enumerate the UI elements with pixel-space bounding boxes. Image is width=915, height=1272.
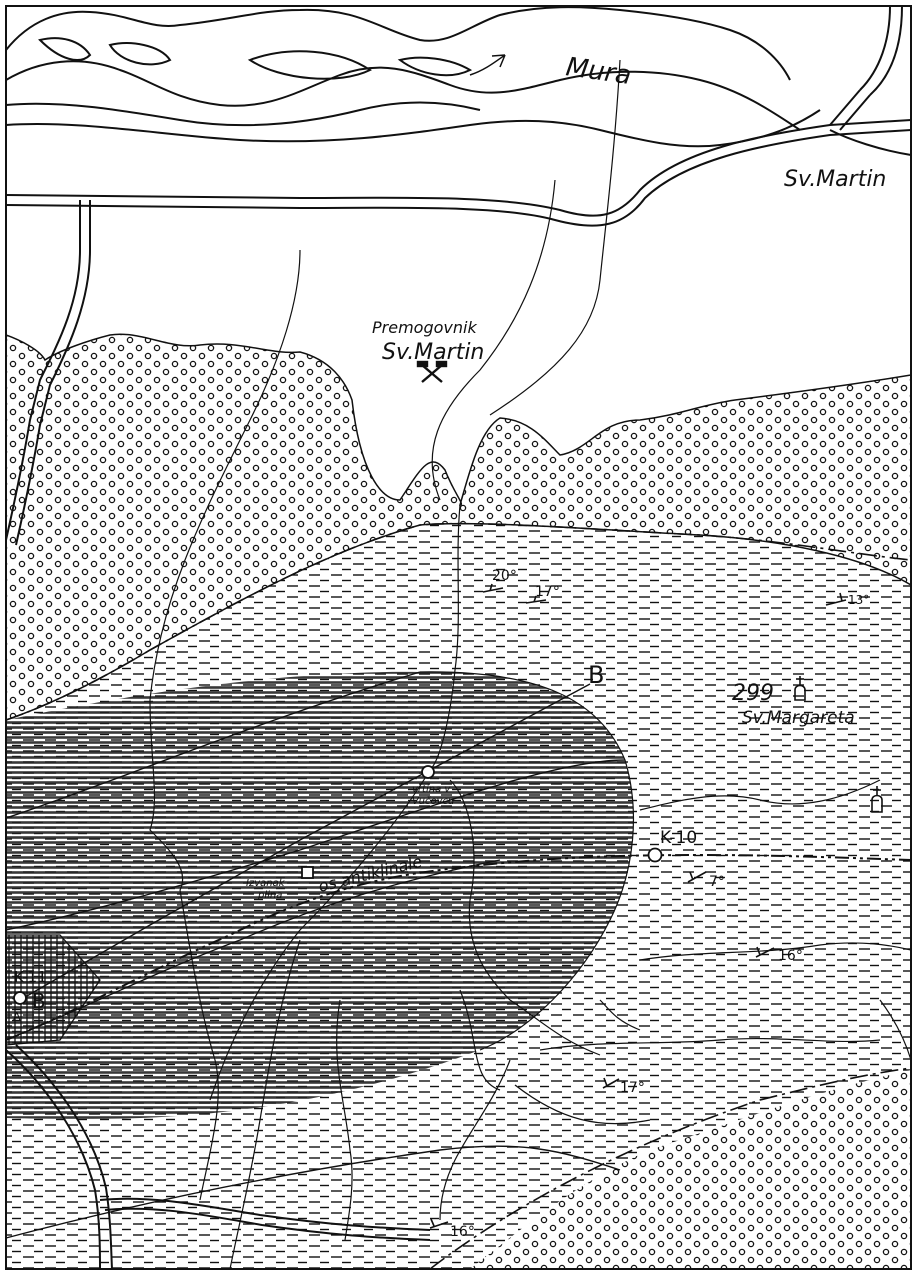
anticline-dome — [6, 671, 634, 1120]
crossed-hammers-icon — [416, 360, 448, 383]
dome-outline — [419, 671, 635, 1051]
map-frame — [5, 5, 912, 1270]
boundary-south — [5, 1145, 621, 1239]
boundary-mid-3 — [5, 859, 501, 1041]
dip-label-16a: 16° — [778, 948, 803, 964]
boundary-inner-arc — [514, 1084, 651, 1125]
section-line-ab — [19, 683, 591, 1001]
gas-seep-label-line1: Izvanak — [246, 878, 286, 889]
church-icon-east — [871, 786, 883, 813]
section-b-end-label: B — [588, 661, 604, 689]
dip-symbols — [429, 583, 847, 1229]
dip-label-16b: 16° — [450, 1224, 475, 1240]
church-icon — [794, 676, 806, 701]
dip-label-17b: 17° — [620, 1080, 645, 1096]
river-mura — [5, 6, 821, 148]
town-label: Sv.Martin — [784, 167, 886, 192]
dip-label-17a: 17° — [535, 584, 560, 600]
dip-label-13: 13° — [848, 593, 869, 607]
main-road — [5, 5, 912, 546]
dip-label-20: 20° — [492, 568, 517, 584]
river-flow-arrow-icon — [469, 54, 506, 76]
mine-label-line1: Premogovnik — [372, 318, 477, 337]
marl-contour — [639, 779, 881, 811]
gas-seep-label-line2: plina — [257, 890, 282, 901]
borehole-label-line2: Vučovcu — [412, 795, 454, 807]
borehole-label-line1: vrtina v — [412, 784, 451, 795]
boundary-south-dash — [429, 1067, 912, 1270]
well-k11-icon — [13, 991, 27, 1005]
section-a-label: A — [13, 1010, 21, 1023]
borehole-icon — [421, 765, 435, 779]
boundary-mid-2 — [5, 759, 626, 931]
anticline-axis-line — [5, 853, 912, 1041]
mine-label-line2: Sv.Martin — [382, 340, 484, 365]
section-b-start-label: B — [32, 989, 46, 1013]
elevation-label: 299 — [732, 681, 774, 706]
gas-seep-icon — [301, 866, 314, 879]
well-k11-label: K-11 — [14, 968, 47, 986]
dip-label-7: 7° — [709, 874, 725, 890]
well-k10-label: K-10 — [660, 828, 697, 848]
streams — [149, 59, 912, 1270]
boundary-mid-1 — [5, 671, 421, 819]
gravel-zone-south — [470, 1070, 911, 1269]
lower-road — [5, 1044, 431, 1270]
church-label: Sv.Margareta — [742, 708, 855, 728]
well-k10-icon — [647, 847, 663, 863]
boundary-north — [5, 522, 912, 721]
vertical-hatch-zone — [6, 934, 101, 1046]
